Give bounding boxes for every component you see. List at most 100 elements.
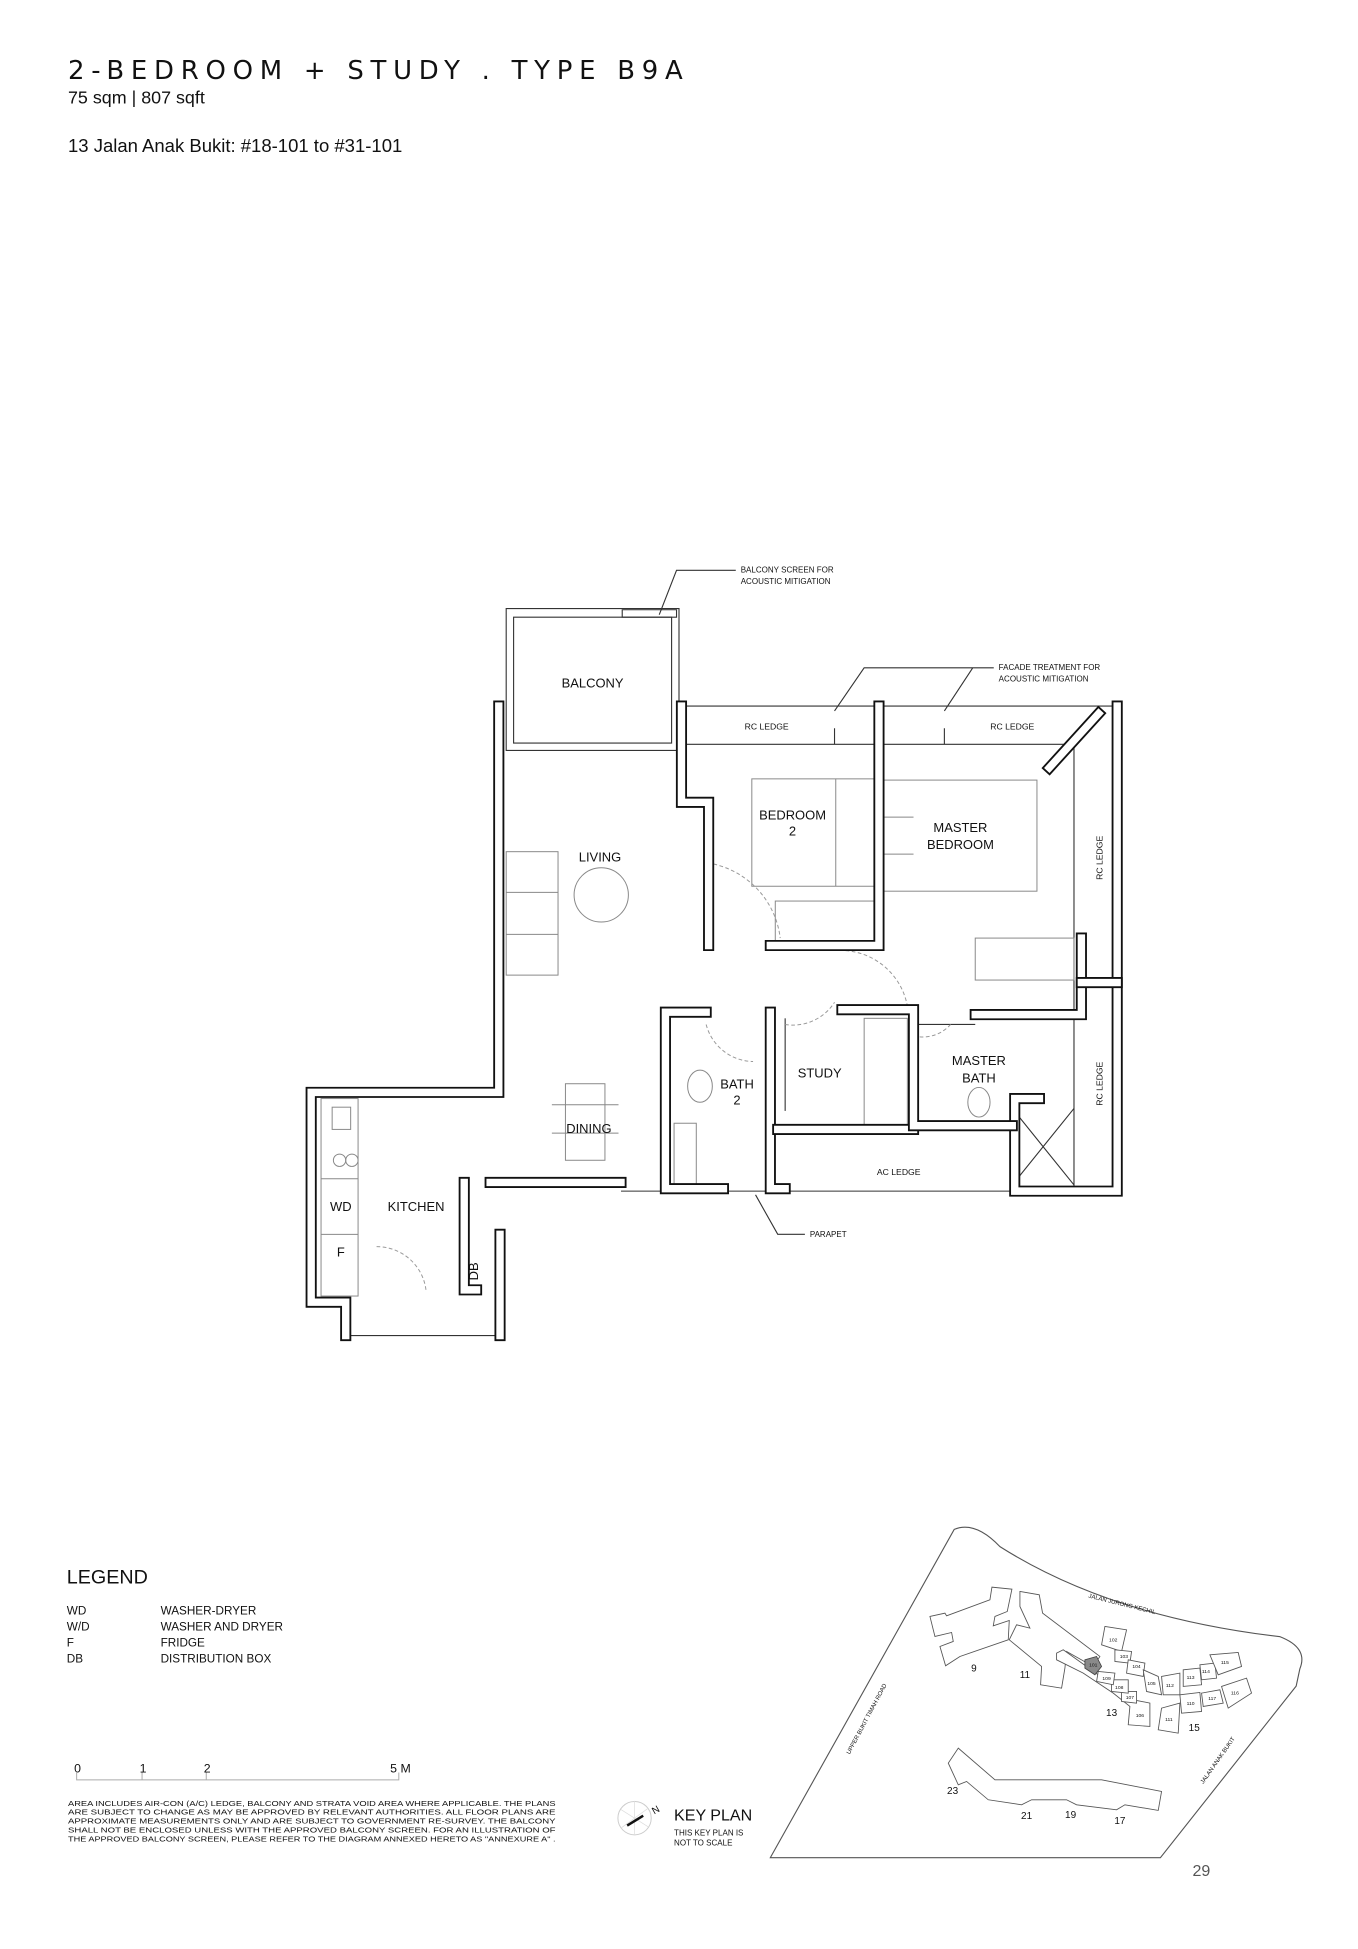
unit-label-111: 111 (1165, 1717, 1173, 1723)
key-plan-title: KEY PLAN (674, 1807, 752, 1825)
scale-tick-2: 2 (204, 1761, 211, 1775)
facade-note-1: FACADE TREATMENT FOR (999, 663, 1101, 672)
unit-105 (1142, 1669, 1163, 1696)
disclaimer-line: AREA INCLUDES AIR-CON (A/C) LEDGE, BALCO… (68, 1799, 556, 1808)
unit-101-highlighted (1084, 1655, 1103, 1676)
disclaimer-line: SHALL NOT BE ENCLOSED UNLESS WITH THE AP… (68, 1825, 556, 1834)
key-plan-note-2: NOT TO SCALE (674, 1838, 732, 1847)
kitchen-sink (331, 1106, 352, 1130)
unit-label-112: 112 (1166, 1683, 1174, 1689)
disclaimer-line: APPROXIMATE MEASUREMENTS ONLY AND ARE SU… (68, 1817, 557, 1826)
dining-table (564, 1083, 606, 1161)
unit-label-108: 108 (1115, 1685, 1124, 1691)
scale-tick-1: 1 (140, 1761, 147, 1775)
scale-bar: 0 1 2 5 M (74, 1761, 411, 1781)
room-label-living: LIVING (579, 850, 621, 865)
wall-segment-fill (766, 1008, 789, 1193)
unit-114 (1199, 1662, 1218, 1681)
toilet-bath2 (687, 1069, 713, 1103)
road-label-jalan-jurong-kechil: JALAN JURONG KECHIL (1088, 1594, 1157, 1617)
coffee-table (573, 867, 629, 923)
legend-meaning: WASHER-DRYER (161, 1604, 257, 1617)
door-swing (839, 949, 908, 1007)
room-label-bedroom2: BEDROOM (759, 808, 826, 823)
room-label-master-bath-2: BATH (962, 1071, 996, 1086)
block-label-17: 17 (1114, 1816, 1126, 1827)
unit-117 (1201, 1689, 1224, 1707)
unit-label-107: 107 (1126, 1695, 1135, 1701)
unit-label-106: 106 (1136, 1713, 1145, 1719)
unit-label-115: 115 (1221, 1660, 1229, 1666)
parapet-leader (755, 1194, 805, 1235)
block-label-23: 23 (947, 1786, 959, 1797)
shower-bath2 (673, 1122, 697, 1186)
block-label-21: 21 (1021, 1811, 1033, 1822)
room-label-fridge: F (337, 1245, 345, 1260)
unit-area: 75 sqm | 807 sqft (68, 88, 205, 108)
unit-label-104: 104 (1132, 1664, 1141, 1670)
scale-tick-5m: 5 M (390, 1761, 411, 1775)
legend-meaning: DISTRIBUTION BOX (161, 1653, 272, 1666)
unit-110 (1179, 1691, 1203, 1714)
key-plan-note-1: THIS KEY PLAN IS (674, 1828, 743, 1837)
block-13-wing (1056, 1649, 1151, 1727)
site-boundary (769, 1526, 1303, 1859)
disclaimer: AREA INCLUDES AIR-CON (A/C) LEDGE, BALCO… (68, 1799, 557, 1844)
unit-116 (1221, 1677, 1253, 1709)
block-label-19: 19 (1065, 1810, 1077, 1821)
compass-icon: N (617, 1800, 662, 1836)
wall-segment (969, 932, 1087, 1021)
unit-115 (1209, 1652, 1243, 1676)
block-11-outline (1008, 1590, 1101, 1689)
facade-leader (834, 667, 994, 712)
parapet-note: PARAPET (810, 1230, 847, 1239)
rc-ledge-label-1: RC LEDGE (745, 721, 789, 731)
wardrobe-bed2 (774, 900, 875, 944)
wall-segment-fill (1011, 702, 1121, 1195)
wall-segment-fill (766, 702, 883, 950)
hob-burner (332, 1153, 347, 1167)
floor-plan: BALCONY LIVING BEDROOM 2 MASTER BEDROOM … (305, 566, 1123, 1342)
unit-label-101: 101 (1089, 1662, 1098, 1668)
toilet-master-bath (967, 1086, 991, 1118)
legend-code: DB (67, 1653, 83, 1666)
room-label-bath2-number: 2 (733, 1093, 740, 1108)
rc-ledge-label-2: RC LEDGE (990, 721, 1034, 731)
page-number: 29 (1192, 1862, 1210, 1880)
room-label-master-bedroom: MASTER (933, 820, 987, 835)
legend-title: LEGEND (67, 1567, 148, 1589)
block-label-9: 9 (971, 1663, 977, 1674)
wall-segment-fill (460, 1178, 481, 1294)
room-label-study: STUDY (798, 1066, 842, 1081)
bed-2 (751, 778, 875, 887)
sofa (505, 851, 559, 976)
unit-label-105: 105 (1147, 1681, 1156, 1687)
block-label-15: 15 (1189, 1723, 1201, 1734)
unit-label-103: 103 (1120, 1654, 1129, 1660)
scale-tick-0: 0 (74, 1761, 81, 1775)
balcony-screen-leader (658, 569, 736, 615)
ac-ledge-label: AC LEDGE (877, 1167, 921, 1177)
room-label-dining: DINING (566, 1121, 611, 1136)
block-9-outline (929, 1586, 1013, 1667)
unit-109 (1096, 1670, 1116, 1686)
wall-segment-fill (838, 1005, 1016, 1130)
unit-112 (1161, 1672, 1181, 1696)
unit-label-109: 109 (1102, 1676, 1111, 1682)
wall-segment (764, 700, 885, 952)
wall-segment-fill (1044, 708, 1104, 773)
unit-label-114: 114 (1202, 1669, 1210, 1675)
unit-label-113: 113 (1187, 1675, 1195, 1681)
room-label-bedroom2-number: 2 (789, 824, 796, 839)
legend-code: W/D (67, 1621, 90, 1634)
kitchen-counter (320, 1098, 359, 1297)
wall-segment (305, 700, 505, 1342)
room-label-db: DB (466, 1262, 481, 1280)
wardrobe-master (974, 937, 1075, 981)
unit-type-title: 2-BEDROOM + STUDY . TYPE B9A (68, 56, 683, 86)
block-23-21-19-17-outline (947, 1747, 1163, 1811)
disclaimer-line: THE APPROVED BALCONY SCREEN, PLEASE REFE… (68, 1834, 556, 1843)
